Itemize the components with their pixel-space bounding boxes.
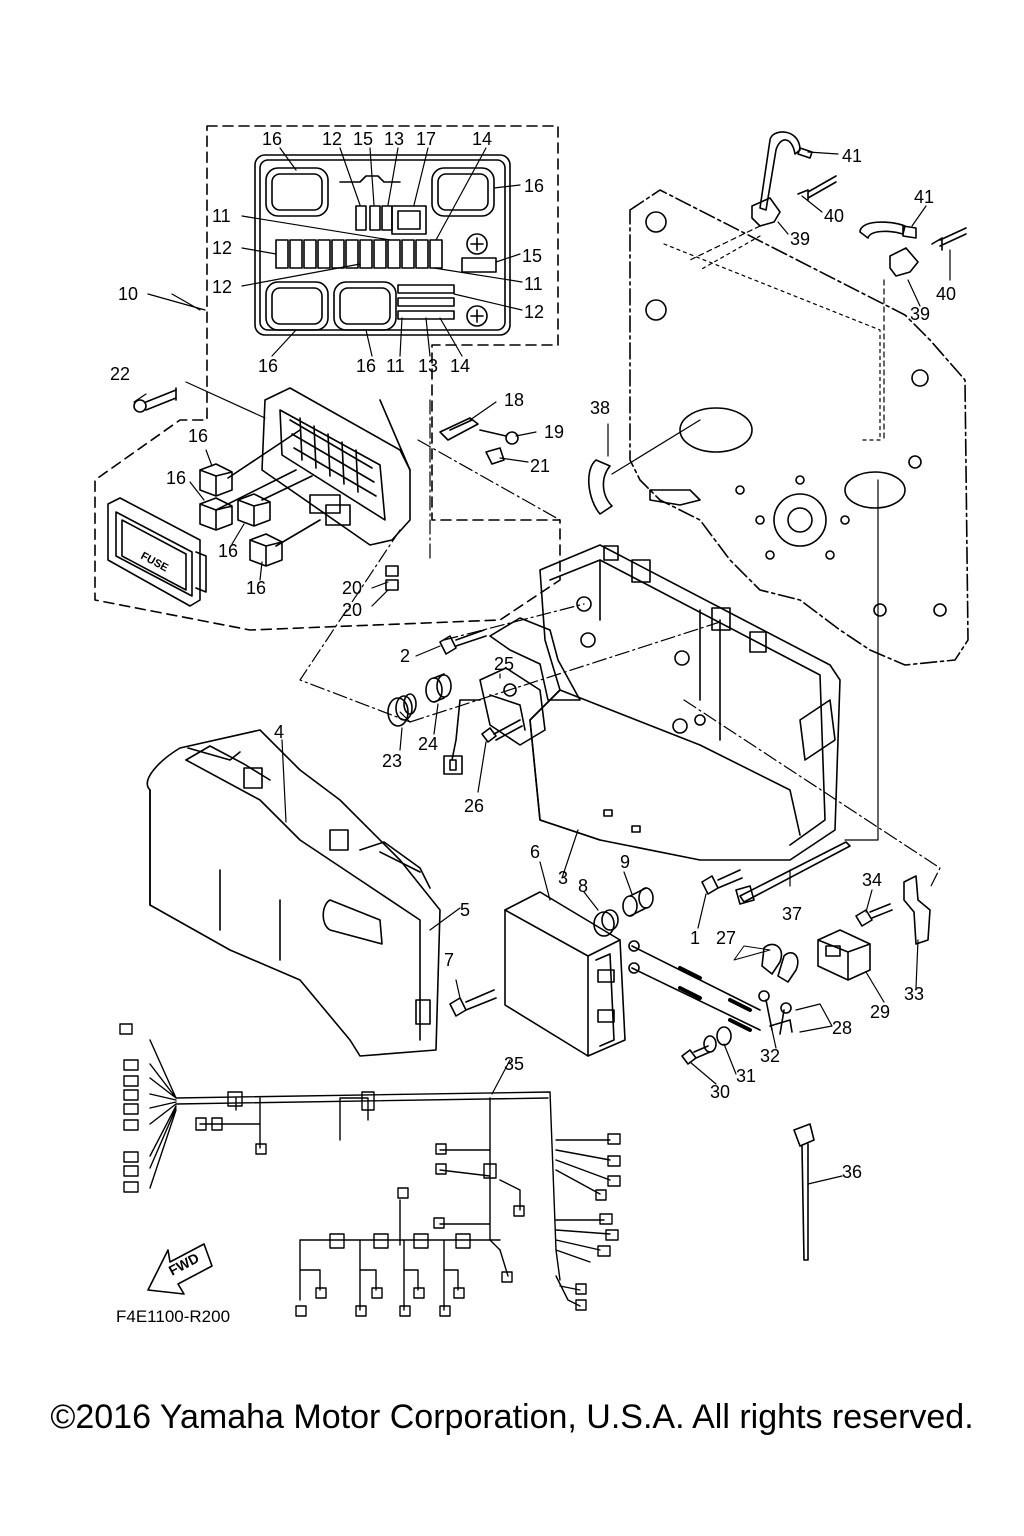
callout-label: 22 bbox=[110, 364, 130, 384]
callout-label: 41 bbox=[842, 146, 862, 166]
ecu-6 bbox=[504, 891, 626, 1057]
sensor-25 bbox=[443, 667, 546, 775]
relay-29 bbox=[817, 929, 871, 981]
callout-label: 16 bbox=[356, 356, 376, 376]
fuse-cover bbox=[107, 497, 207, 607]
callout-label: 12 bbox=[524, 302, 544, 322]
callout-label: 34 bbox=[862, 870, 882, 890]
callout-label: 18 bbox=[504, 390, 524, 410]
callout-leaders bbox=[133, 151, 951, 1185]
callout-label: 11 bbox=[524, 274, 543, 294]
callout-label: 15 bbox=[353, 129, 373, 149]
housing-reference-lines bbox=[399, 603, 941, 889]
callout-label: 4 bbox=[274, 722, 284, 742]
callout-label: 41 bbox=[914, 187, 934, 207]
callout-label: 40 bbox=[824, 206, 844, 226]
callout-label: 32 bbox=[760, 1046, 780, 1066]
electrical-box-housing bbox=[489, 544, 841, 861]
callout-label: 5 bbox=[460, 900, 470, 920]
callout-label: 13 bbox=[384, 129, 404, 149]
callout-label: 10 bbox=[118, 284, 138, 304]
cable-tie-36 bbox=[793, 1123, 815, 1261]
callout-label: 31 bbox=[736, 1066, 756, 1086]
drawing-code: F4E1100-R200 bbox=[116, 1307, 230, 1326]
callout-label: 39 bbox=[910, 304, 930, 324]
screw-7 bbox=[449, 989, 497, 1017]
fuse-inset-leaders bbox=[147, 147, 523, 357]
screw-2 bbox=[439, 629, 487, 655]
callout-label: 12 bbox=[322, 129, 342, 149]
callout-label: 36 bbox=[842, 1162, 862, 1182]
callout-label: 30 bbox=[710, 1082, 730, 1102]
callout-label: 9 bbox=[620, 852, 630, 872]
callout-label: 11 bbox=[386, 356, 405, 376]
callout-label: 16 bbox=[246, 578, 266, 598]
callout-label: 16 bbox=[166, 468, 186, 488]
bracket-33-screw-34 bbox=[855, 875, 931, 945]
callout-label: 26 bbox=[464, 796, 484, 816]
wire-harness-35 bbox=[119, 1023, 621, 1317]
callout-label: 17 bbox=[416, 129, 436, 149]
small-fasteners-top bbox=[133, 381, 519, 591]
callout-label: 12 bbox=[212, 238, 232, 258]
callout-label: 40 bbox=[936, 284, 956, 304]
callout-label: 15 bbox=[522, 246, 542, 266]
reference-lines bbox=[299, 399, 561, 723]
grommet-23-collar-24 bbox=[387, 673, 452, 727]
callout-label: 14 bbox=[472, 129, 492, 149]
callout-label: 33 bbox=[904, 984, 924, 1004]
callout-label: 14 bbox=[450, 356, 470, 376]
callout-label: 7 bbox=[444, 950, 454, 970]
callout-label: 29 bbox=[870, 1002, 890, 1022]
callout-label: 13 bbox=[418, 356, 438, 376]
callout-label: 2 bbox=[400, 646, 410, 666]
callout-label: 12 bbox=[212, 277, 232, 297]
washers-30-31-32 bbox=[681, 1019, 793, 1065]
clip-38 bbox=[587, 459, 613, 515]
callout-label: 16 bbox=[258, 356, 278, 376]
callout-label: 23 bbox=[382, 751, 402, 771]
callout-label: 38 bbox=[590, 398, 610, 418]
callout-label: 16 bbox=[188, 426, 208, 446]
copyright-notice: ©2016 Yamaha Motor Corporation, U.S.A. A… bbox=[50, 1398, 974, 1436]
callout-label: 11 bbox=[212, 206, 231, 226]
screw-1 bbox=[701, 869, 743, 895]
callout-label: 20 bbox=[342, 600, 362, 620]
fwd-arrow-icon bbox=[147, 1243, 213, 1295]
callout-labels: 16 12 15 13 17 14 16 11 12 15 11 12 12 1… bbox=[110, 129, 956, 1182]
callout-label: 19 bbox=[544, 422, 564, 442]
callout-label: 25 bbox=[494, 654, 514, 674]
callout-label: 20 bbox=[342, 578, 362, 598]
pin-line-40 bbox=[844, 479, 879, 841]
mounting-plate-details bbox=[645, 211, 947, 617]
callout-label: 16 bbox=[262, 129, 282, 149]
mounting-plate-dashed bbox=[663, 235, 881, 441]
battery-cables bbox=[628, 940, 799, 1035]
callout-label: 35 bbox=[504, 1054, 524, 1074]
callout-label: 28 bbox=[832, 1018, 852, 1038]
grommet-8-collar-9 bbox=[593, 887, 654, 937]
cable-ties-upper-right bbox=[689, 131, 967, 441]
relay-group bbox=[199, 429, 321, 567]
callout-label: 1 bbox=[690, 928, 700, 948]
fuse-box-assembly bbox=[261, 387, 411, 546]
callout-label: 21 bbox=[530, 456, 550, 476]
callout-label: 27 bbox=[716, 928, 736, 948]
mounting-plate bbox=[629, 189, 969, 666]
callout-label: 3 bbox=[558, 868, 568, 888]
callout-label: 6 bbox=[530, 842, 540, 862]
band-37 bbox=[735, 841, 851, 905]
callout-label: 39 bbox=[790, 229, 810, 249]
callout-label: 8 bbox=[578, 876, 588, 896]
screw-26 bbox=[481, 719, 523, 743]
callout-label: 24 bbox=[418, 734, 438, 754]
callout-label: 37 bbox=[782, 904, 802, 924]
callout-label: 16 bbox=[524, 176, 544, 196]
callout-label: 16 bbox=[218, 541, 238, 561]
cover-4 bbox=[146, 729, 441, 1057]
fuse-box-inset bbox=[94, 125, 561, 631]
